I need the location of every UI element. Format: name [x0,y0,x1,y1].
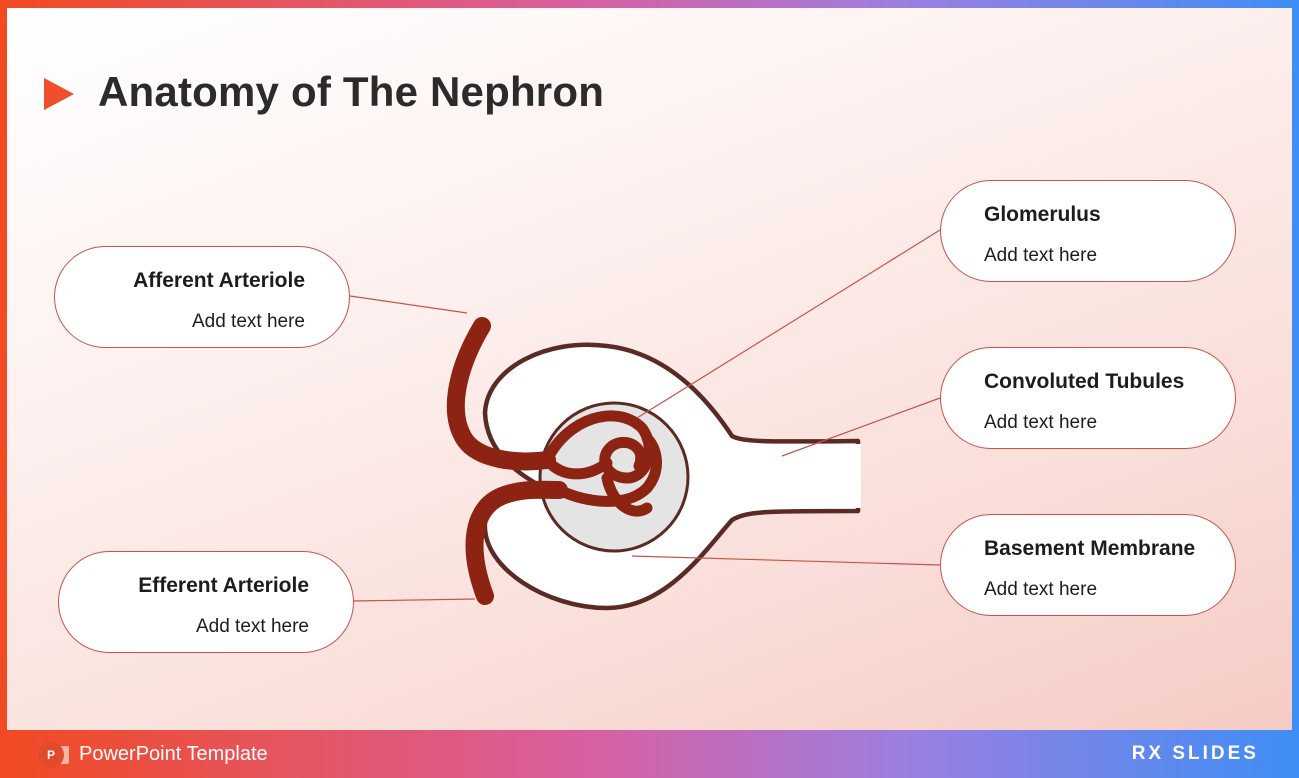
tubule-outlet [855,444,861,508]
slide-title: Anatomy of The Nephron [98,68,605,115]
callout-afferent-arteriole: Afferent Arteriole Add text here [54,246,350,348]
slide: Anatomy of The Nephron Afferent Arteriol… [7,8,1292,730]
callout-title: Glomerulus [984,203,1101,226]
leader-glomerulus [636,229,941,419]
callout-text: Add text here [984,579,1098,600]
afferent-arteriole [446,317,556,471]
nephron-diagram [349,229,941,611]
glomerulus-tuft [541,410,662,517]
leader-lines [349,229,941,602]
callout-basement-membrane: Basement Membrane Add text here [940,514,1236,616]
callout-efferent-arteriole: Efferent Arteriole Add text here [58,551,354,653]
powerpoint-icon: P [38,742,69,768]
leader-efferent [353,598,476,602]
brand-logo: RX SLIDES [1131,743,1259,764]
leader-afferent [349,295,468,314]
leader-membrane [631,555,941,566]
footer-label: PowerPoint Template [79,743,268,765]
callout-title: Convoluted Tubules [984,370,1185,393]
callout-glomerulus: Glomerulus Add text here [940,180,1236,282]
callout-text: Add text here [984,412,1098,433]
title-arrow-icon [44,78,74,110]
efferent-arteriole [465,480,568,605]
callout-title: Afferent Arteriole [133,269,305,292]
callout-convoluted-tubules: Convoluted Tubules Add text here [940,347,1236,449]
callout-title: Basement Membrane [984,537,1196,560]
callout-text: Add text here [195,616,309,637]
callout-title: Efferent Arteriole [138,574,309,597]
callout-text: Add text here [191,311,305,332]
leader-tubules [781,397,941,457]
footer-bar: P PowerPoint Template RX SLIDES [0,730,1299,778]
callout-text: Add text here [984,245,1098,266]
